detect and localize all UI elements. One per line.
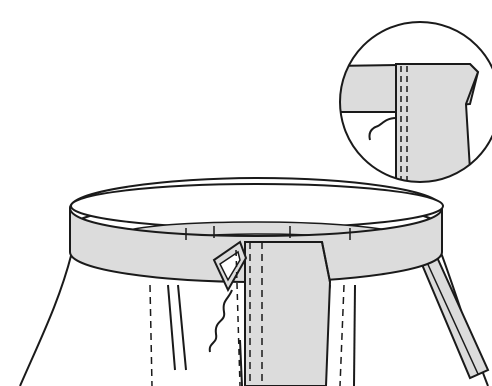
thread-tail	[210, 290, 232, 352]
side-strap	[418, 255, 488, 378]
zipper-placket	[214, 242, 330, 386]
detail-magnifier	[330, 22, 492, 200]
